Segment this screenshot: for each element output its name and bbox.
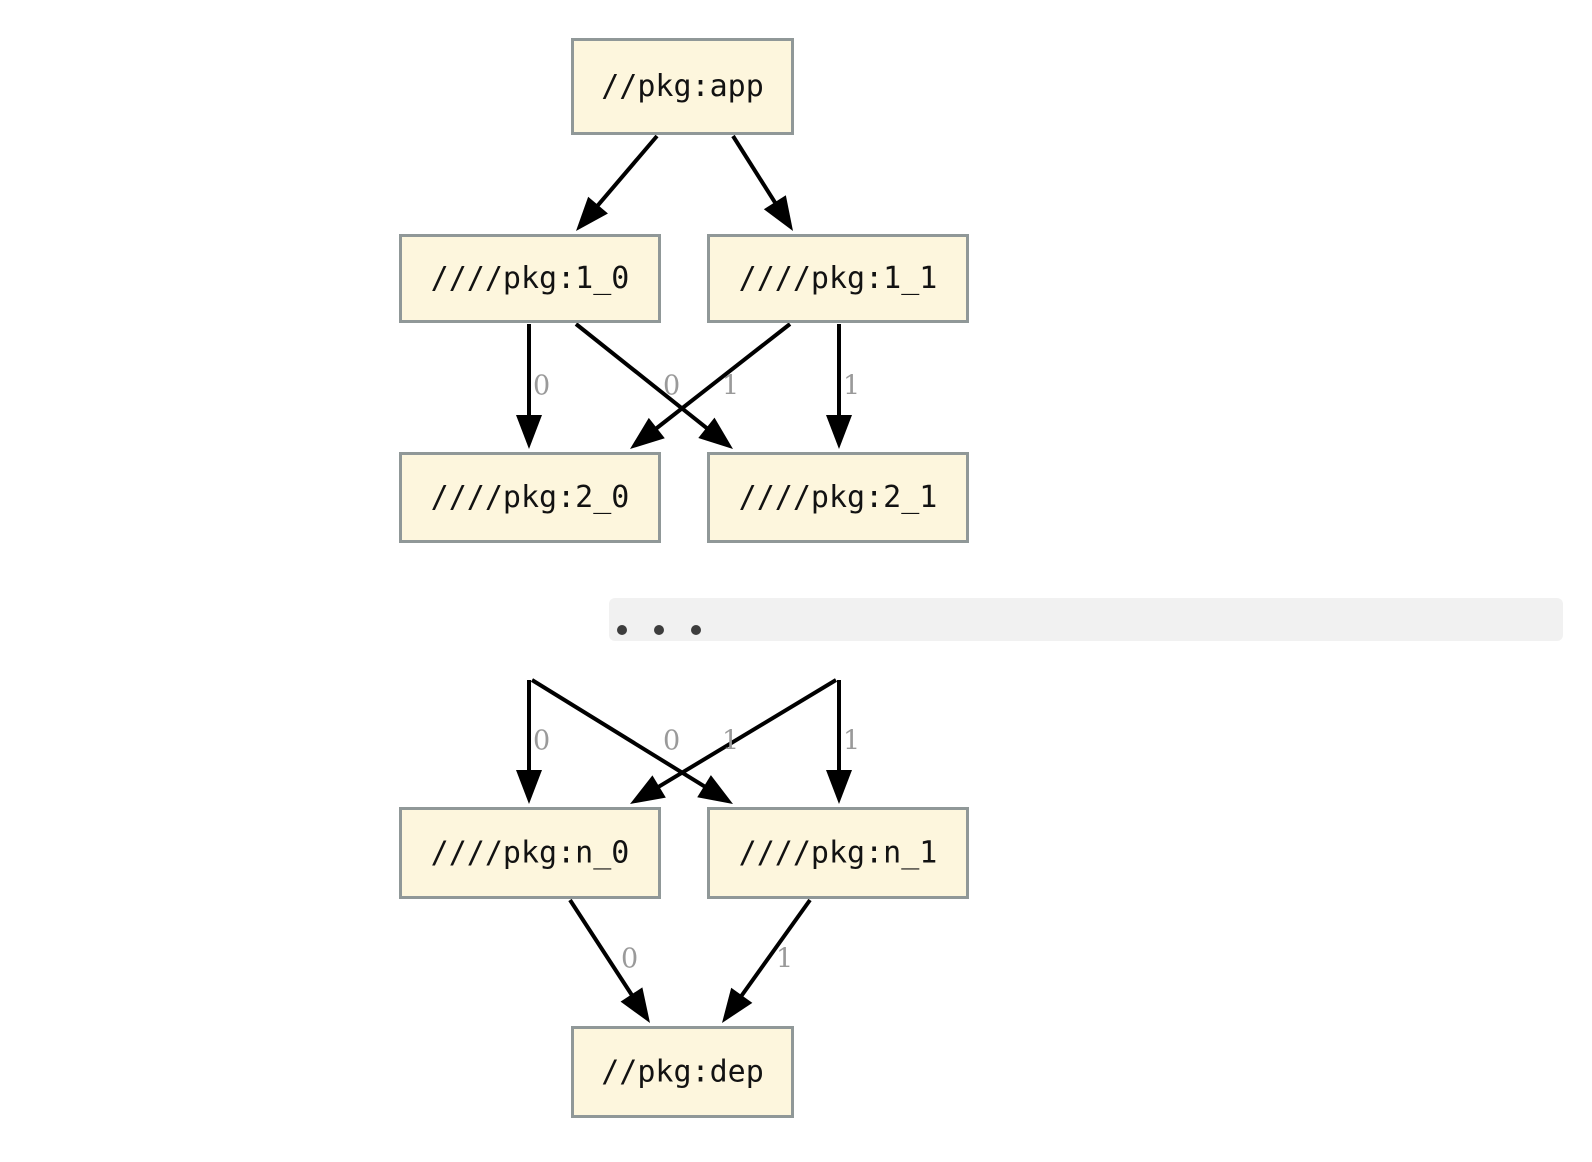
edge-shaft (652, 678, 838, 792)
edge-label: 1 (843, 726, 860, 757)
arrowhead-icon (722, 987, 753, 1023)
arrowhead-icon (630, 417, 665, 449)
arrowhead-icon (516, 770, 542, 804)
node-box[interactable] (707, 234, 969, 323)
node-label: ////pkg:n_0 (431, 836, 630, 871)
edge-label: 0 (533, 726, 550, 757)
edge-label: 0 (533, 371, 550, 402)
edge-labels-layer: 0 0 1 1 0 0 1 1 0 1 (533, 371, 860, 975)
edge-l1_0-l2_0 (516, 324, 542, 449)
edge-label: 1 (722, 371, 739, 402)
node-box[interactable] (571, 1026, 794, 1118)
edges-layer (516, 134, 852, 1023)
edge-label: 0 (663, 726, 680, 757)
edge-shaft (650, 322, 792, 434)
edge-label: 0 (663, 371, 680, 402)
ellipsis-band (609, 598, 1563, 641)
arrowhead-icon (826, 415, 852, 449)
edge-shaft (592, 134, 659, 211)
node-box[interactable] (399, 234, 661, 323)
edge-shaft (568, 898, 637, 1001)
arrowhead-icon (630, 775, 666, 804)
node-label: //pkg:dep (601, 1055, 764, 1090)
edge-ln_0-dep (568, 898, 650, 1023)
node-label: ////pkg:1_1 (739, 261, 938, 296)
edge-shaft (574, 322, 713, 434)
edge-l1_0-l2_1 (574, 322, 733, 449)
node-box[interactable] (399, 807, 661, 899)
graph-node-l2_1[interactable]: ////pkg:2_1 (707, 452, 969, 543)
node-label: //pkg:app (601, 69, 764, 104)
ellipsis-dot (691, 625, 701, 635)
arrowhead-icon (697, 775, 733, 804)
arrowhead-icon (620, 987, 650, 1023)
graph-node-ln_0[interactable]: ////pkg:n_0 (399, 807, 661, 899)
graph-node-l1_1[interactable]: ////pkg:1_1 (707, 234, 969, 323)
graph-node-dep[interactable]: //pkg:dep (571, 1026, 794, 1118)
node-box[interactable] (707, 807, 969, 899)
edge-l1_1-l2_1 (826, 324, 852, 449)
ellipsis-dot (654, 625, 664, 635)
edge-x-ln_0 (516, 680, 542, 804)
edge-shaft (736, 898, 812, 1002)
arrowhead-icon (763, 195, 793, 231)
node-label: ////pkg:n_1 (739, 836, 938, 871)
edge-label: 1 (843, 371, 860, 402)
graph-node-l2_0[interactable]: ////pkg:2_0 (399, 452, 661, 543)
edge-x-ln_1b (530, 678, 733, 804)
node-label: ////pkg:1_0 (431, 261, 630, 296)
nodes-layer: //pkg:app ////pkg:1_0 ////pkg:1_1 ////pkg:2… (399, 38, 969, 1118)
edge-ln_1-dep (722, 898, 812, 1023)
edge-label: 1 (722, 726, 739, 757)
edge-y-ln_0 (630, 678, 838, 804)
edge-app-l1_1 (731, 134, 793, 231)
arrowhead-icon (516, 415, 542, 449)
edge-shaft (731, 134, 780, 209)
graph-node-l1_0[interactable]: ////pkg:1_0 (399, 234, 661, 323)
edge-y-ln_1 (826, 680, 852, 804)
edge-shaft (530, 678, 711, 792)
edge-label: 0 (621, 944, 638, 975)
graph-node-app[interactable]: //pkg:app (571, 38, 794, 135)
ellipsis-dot (617, 625, 627, 635)
ellipsis-separator (609, 598, 1563, 641)
arrowhead-icon (698, 417, 733, 449)
edge-app-l1_0 (576, 134, 659, 231)
graph-node-ln_1[interactable]: ////pkg:n_1 (707, 807, 969, 899)
edge-l1_1-l2_0 (630, 322, 792, 449)
arrowhead-icon (576, 196, 608, 231)
node-box[interactable] (707, 452, 969, 543)
arrowhead-icon (826, 770, 852, 804)
edge-label: 1 (776, 944, 793, 975)
node-box[interactable] (399, 452, 661, 543)
node-label: ////pkg:2_1 (739, 480, 938, 515)
node-label: ////pkg:2_0 (431, 480, 630, 515)
node-box[interactable] (571, 38, 794, 135)
